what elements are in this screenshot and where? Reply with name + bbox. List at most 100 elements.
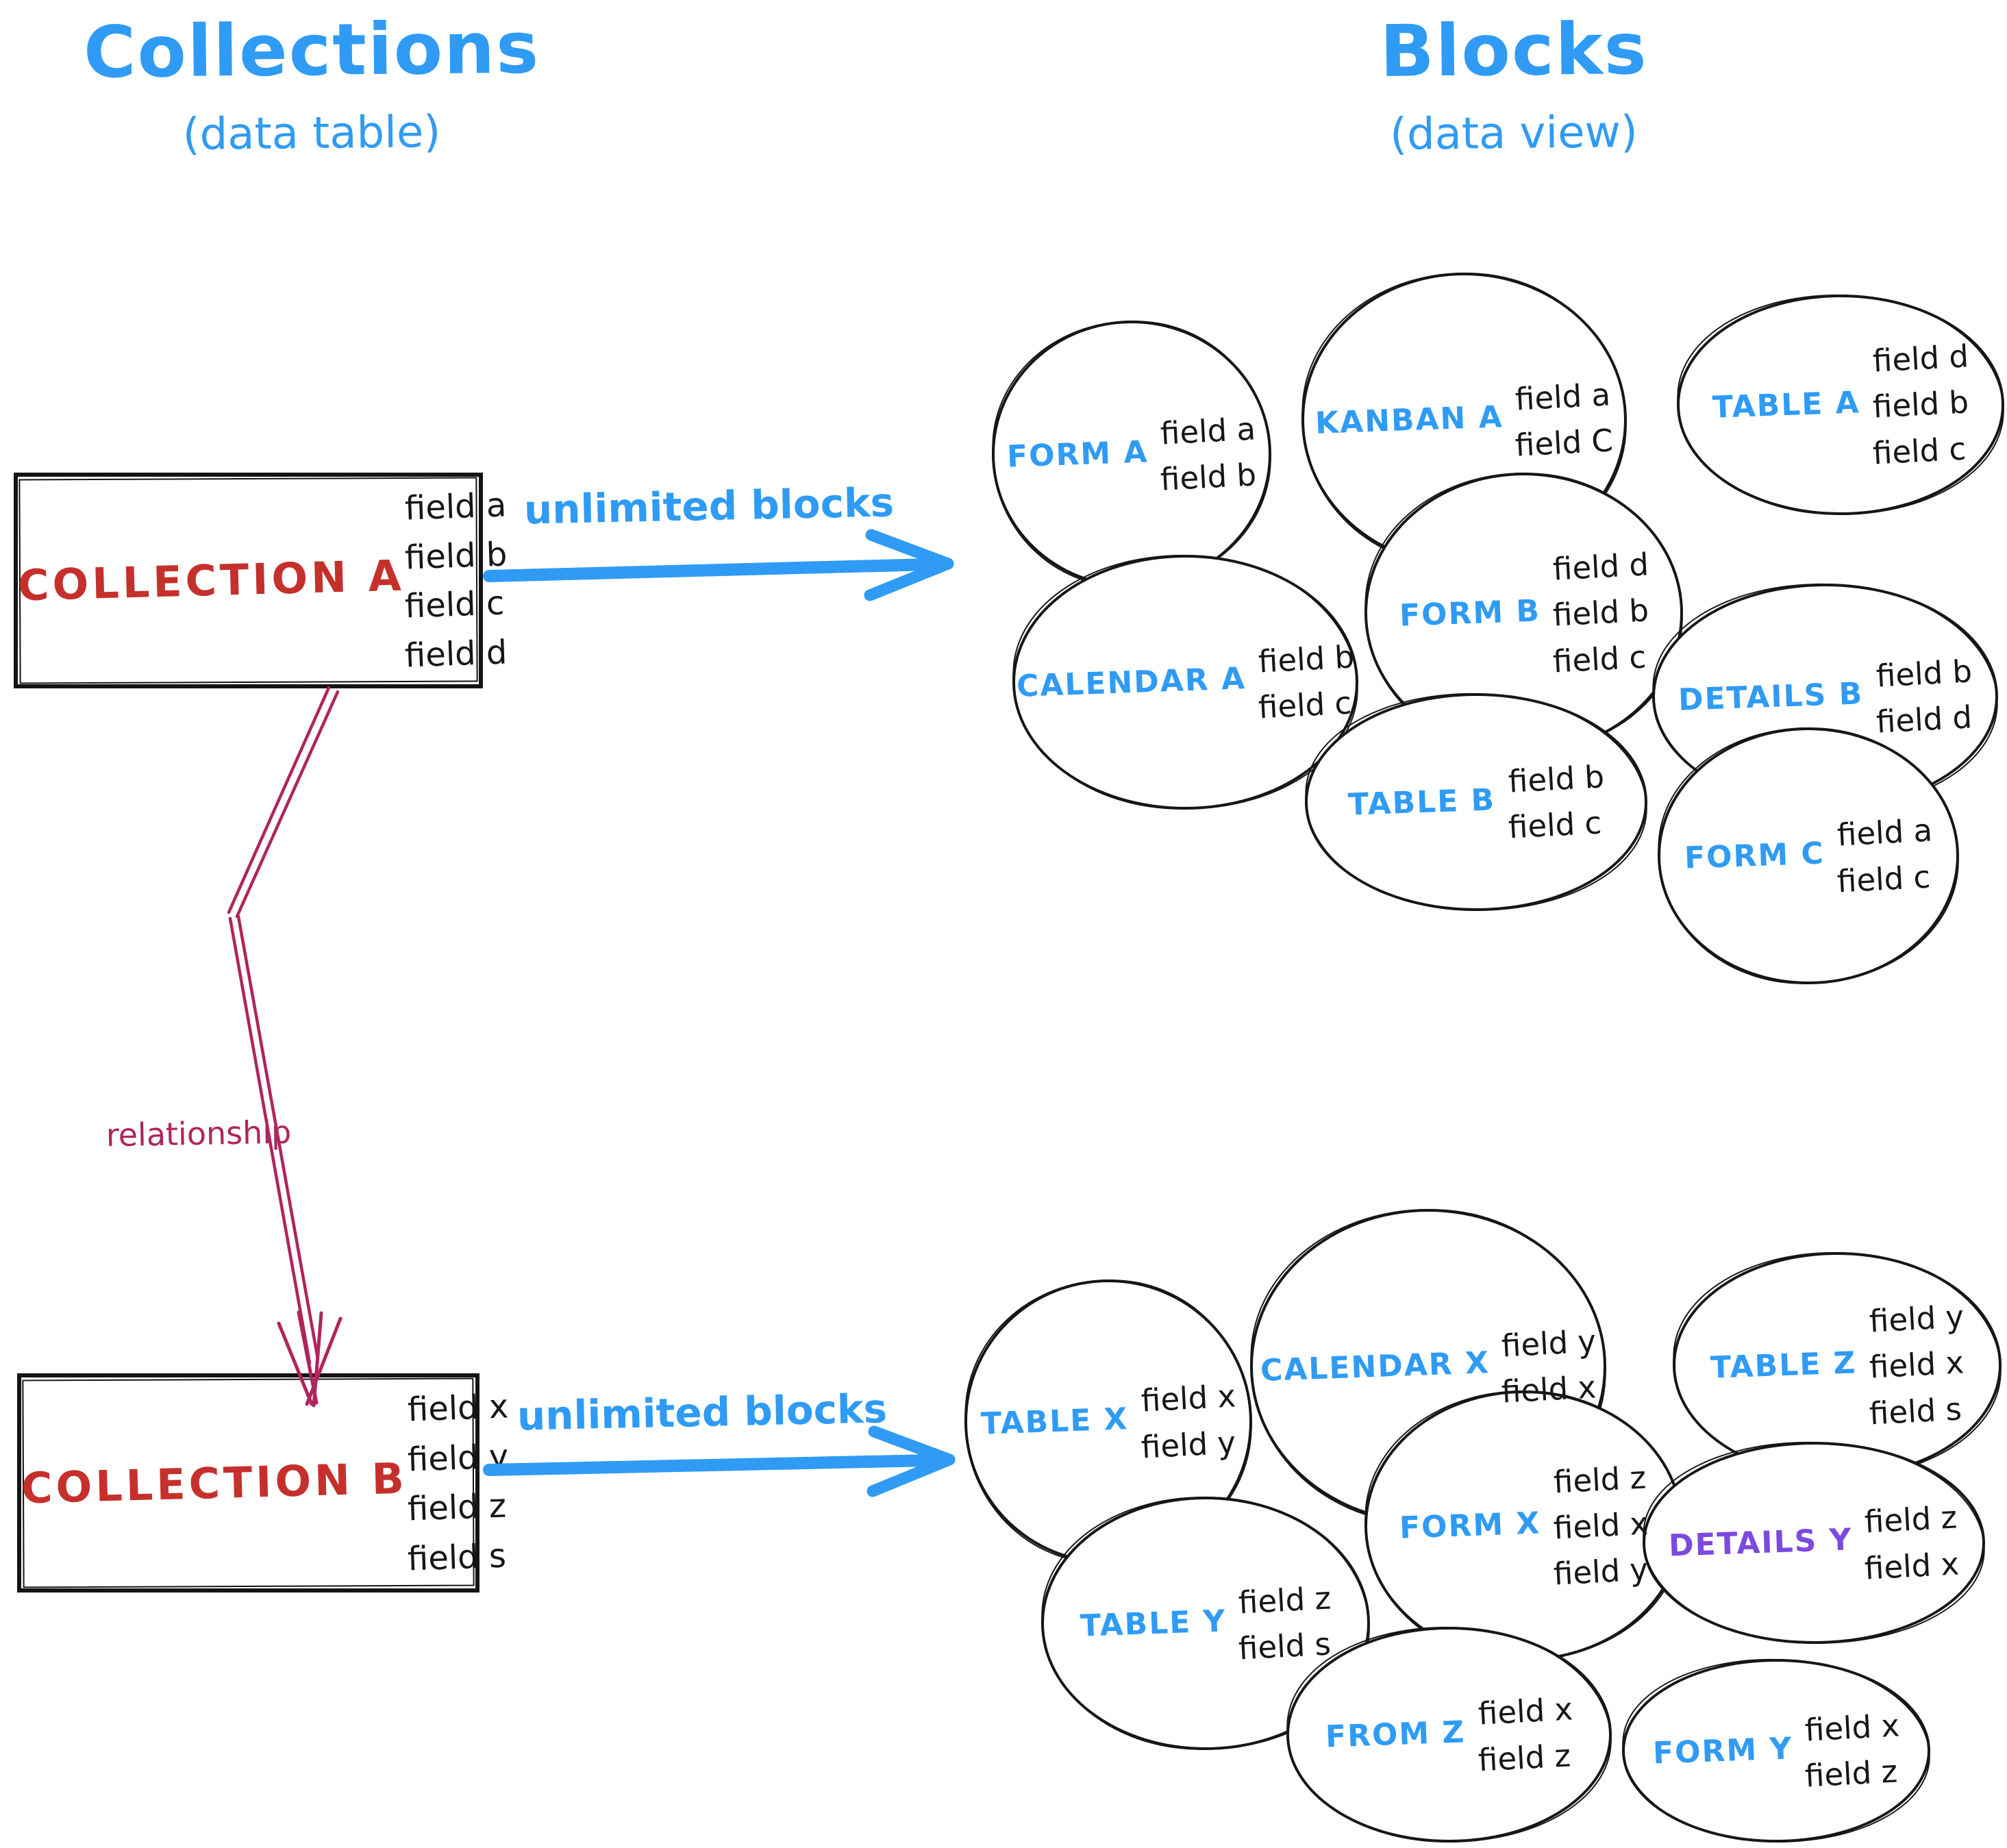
- block-label: FORM A: [1006, 434, 1149, 475]
- block-fields: field d field b field c: [1871, 338, 1970, 472]
- field-label: field s: [406, 1536, 507, 1579]
- block-form-c: FORM C field a field c: [1658, 727, 1959, 984]
- field-label: field a: [403, 486, 507, 528]
- field-label: field b: [1875, 653, 1973, 695]
- field-label: field x: [1477, 1690, 1573, 1732]
- block-fields: field x field z: [1477, 1690, 1573, 1778]
- field-label: field c: [1507, 804, 1603, 846]
- field-label: field x: [1552, 1505, 1649, 1547]
- field-label: field y: [406, 1437, 510, 1479]
- block-fields: field b field d: [1875, 653, 1973, 740]
- unlimited-blocks-label-a: unlimited blocks: [523, 479, 895, 534]
- collections-subtitle: (data table): [182, 107, 441, 160]
- block-label: TABLE Y: [1079, 1603, 1227, 1644]
- field-label: field a: [1836, 812, 1934, 853]
- field-label: field a: [1159, 410, 1257, 452]
- block-form-a: FORM A field a field b: [992, 321, 1271, 588]
- field-label: field d: [1551, 546, 1649, 588]
- field-label: field b: [1159, 456, 1258, 498]
- field-label: field c: [1871, 430, 1967, 472]
- block-label: KANBAN A: [1314, 399, 1504, 441]
- field-label: field c: [403, 584, 505, 626]
- block-label: TABLE Z: [1710, 1345, 1858, 1386]
- unlimited-blocks-arrow-b: [483, 1425, 956, 1497]
- field-label: field y: [1868, 1298, 1965, 1340]
- block-table-x: TABLE X field x field y: [964, 1279, 1252, 1564]
- block-label: TABLE B: [1347, 782, 1497, 823]
- unlimited-blocks-label-b: unlimited blocks: [516, 1385, 888, 1440]
- block-details-y: DETAILS Y field z field x: [1643, 1442, 1985, 1644]
- block-label: FORM C: [1684, 836, 1825, 876]
- field-label: field z: [1477, 1737, 1571, 1778]
- field-label: field d: [403, 633, 508, 675]
- block-label: FORM X: [1399, 1506, 1542, 1546]
- field-label: field z: [1552, 1459, 1647, 1501]
- block-from-z: FROM Z field x field z: [1286, 1627, 1612, 1843]
- field-label: field b: [1507, 758, 1605, 800]
- block-fields: field y field x: [1501, 1323, 1597, 1410]
- block-label: FORM Y: [1651, 1730, 1793, 1771]
- field-label: field s: [1868, 1390, 1962, 1432]
- block-fields: field z field x field y: [1552, 1459, 1649, 1593]
- field-label: field y: [1501, 1323, 1597, 1364]
- field-label: field x: [1501, 1369, 1597, 1410]
- block-calendar-a: CALENDAR A field b field c: [1012, 555, 1358, 810]
- block-label: TABLE A: [1712, 384, 1861, 425]
- field-label: field c: [1551, 638, 1647, 680]
- field-label: field b: [1551, 592, 1649, 634]
- collection-b-name: COLLECTION B: [21, 1453, 408, 1513]
- block-fields: field a field c: [1836, 812, 1934, 900]
- block-label: FROM Z: [1325, 1714, 1467, 1755]
- field-label: field y: [1552, 1551, 1649, 1593]
- field-label: field x: [406, 1387, 510, 1429]
- block-table-b: TABLE B field b field c: [1305, 693, 1647, 911]
- block-form-y: FORM Y field x field z: [1622, 1659, 1930, 1843]
- field-label: field d: [1871, 338, 1970, 379]
- field-label: field c: [1257, 684, 1353, 726]
- blocks-title: Blocks: [1379, 6, 1649, 94]
- field-label: field b: [403, 535, 508, 577]
- relationship-label: relationship: [105, 1113, 292, 1154]
- field-label: field s: [1237, 1625, 1332, 1667]
- block-fields: field x field z: [1804, 1707, 1901, 1795]
- block-fields: field y field x field s: [1868, 1298, 1965, 1432]
- block-label: FORM B: [1398, 592, 1541, 634]
- collections-title: Collections: [83, 5, 540, 95]
- collection-b-box: COLLECTION B field x field y field z fie…: [17, 1373, 509, 1593]
- block-label: DETAILS Y: [1667, 1522, 1854, 1564]
- collection-a-name: COLLECTION A: [17, 550, 406, 611]
- field-label: field b: [1257, 638, 1356, 680]
- block-form-x: FORM X field z field x field y: [1364, 1390, 1683, 1661]
- field-label: field x: [1863, 1545, 1960, 1587]
- field-label: field C: [1514, 422, 1615, 464]
- field-label: field x: [1804, 1707, 1901, 1749]
- field-label: field x: [1140, 1377, 1237, 1419]
- collection-a-box: COLLECTION A field a field b field c fie…: [14, 473, 508, 688]
- relationship-arrow: [227, 686, 342, 1408]
- field-label: field z: [1237, 1579, 1332, 1621]
- block-label: DETAILS B: [1678, 675, 1865, 718]
- field-label: field b: [1871, 384, 1970, 426]
- block-fields: field a field C: [1514, 376, 1615, 464]
- block-table-z: TABLE Z field y field x field s: [1673, 1252, 2002, 1478]
- block-fields: field a field b: [1159, 410, 1258, 498]
- field-label: field a: [1514, 376, 1612, 418]
- field-label: field x: [1868, 1344, 1965, 1386]
- field-label: field z: [1804, 1753, 1899, 1795]
- block-fields: field d field b field c: [1551, 546, 1649, 680]
- field-label: field d: [1875, 699, 1973, 740]
- block-fields: field z field s: [1237, 1579, 1332, 1667]
- field-label: field z: [406, 1486, 507, 1529]
- block-label: CALENDAR A: [1016, 660, 1247, 704]
- block-fields: field b field c: [1257, 638, 1356, 726]
- block-fields: field x field y: [1140, 1377, 1237, 1466]
- unlimited-blocks-arrow-a: [483, 529, 954, 601]
- block-label: TABLE X: [980, 1401, 1130, 1442]
- field-label: field c: [1836, 858, 1932, 900]
- block-fields: field z field x: [1863, 1499, 1960, 1587]
- block-fields: field b field c: [1507, 758, 1605, 846]
- field-label: field y: [1140, 1423, 1237, 1466]
- block-table-a: TABLE A field d field b field c: [1677, 295, 2004, 515]
- field-label: field z: [1863, 1499, 1958, 1540]
- block-label: CALENDAR X: [1259, 1345, 1491, 1388]
